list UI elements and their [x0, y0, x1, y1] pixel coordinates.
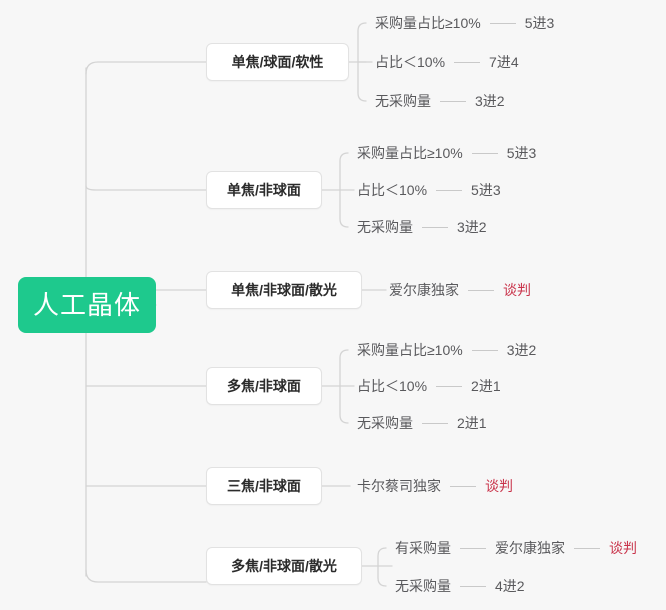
leaf-result: 5进3	[524, 15, 555, 31]
branch-label-6: 多焦/非球面/散光	[231, 558, 337, 574]
leaf-row[interactable]: 采购量占比≥10% 5进3	[357, 143, 536, 163]
leaf-result: 3进2	[475, 93, 505, 109]
branch-node-1[interactable]: 单焦/球面/软性	[206, 43, 349, 81]
leaf-result: 7进4	[489, 54, 519, 70]
connector-dash	[471, 152, 498, 154]
leaf-row[interactable]: 卡尔蔡司独家 谈判	[357, 476, 513, 496]
leaf-row[interactable]: 无采购量 2进1	[357, 413, 487, 433]
leaf-result: 5进3	[506, 145, 537, 161]
branch-node-5[interactable]: 三焦/非球面	[206, 467, 322, 505]
branch-label-5: 三焦/非球面	[227, 478, 301, 494]
edge-branch-2-bracket	[339, 152, 349, 228]
leaf-result: 2进1	[471, 378, 501, 394]
leaf-row[interactable]: 采购量占比≥10% 5进3	[375, 13, 554, 33]
leaf-row[interactable]: 无采购量 3进2	[357, 217, 487, 237]
leaf-text: 无采购量	[375, 93, 431, 109]
leaf-text: 占比＜10%	[357, 182, 428, 198]
connector-dash	[422, 422, 448, 424]
leaf-result: 3进2	[506, 342, 537, 358]
branch-node-3[interactable]: 单焦/非球面/散光	[206, 271, 362, 309]
leaf-text: 无采购量	[357, 219, 413, 235]
connector-dash	[460, 585, 486, 587]
edge-branch-6-bracket	[377, 547, 387, 587]
connector-dash	[436, 385, 463, 387]
leaf-row[interactable]: 有采购量 爱尔康独家 谈判	[395, 538, 637, 558]
branch-label-2: 单焦/非球面	[227, 182, 301, 198]
leaf-text: 无采购量	[395, 578, 451, 594]
leaf-result: 5进3	[471, 182, 501, 198]
connector-dash	[468, 289, 494, 291]
leaf-result: 谈判	[503, 282, 531, 298]
edge-to-branch-6	[85, 569, 207, 583]
leaf-text: 占比＜10%	[357, 378, 428, 394]
leaf-result: 4进2	[495, 578, 525, 594]
leaf-result: 爱尔康独家	[495, 540, 565, 556]
connector-dash	[450, 485, 476, 487]
leaf-row[interactable]: 无采购量 4进2	[395, 576, 525, 596]
connector-dash	[471, 349, 498, 351]
leaf-row[interactable]: 无采购量 3进2	[375, 91, 505, 111]
leaf-text: 无采购量	[357, 415, 413, 431]
edge-to-branch-1	[85, 61, 207, 75]
connector-dash	[574, 547, 600, 549]
root-label: 人工晶体	[32, 290, 141, 320]
branch-node-4[interactable]: 多焦/非球面	[206, 367, 322, 405]
leaf-text: 爱尔康独家	[389, 282, 459, 298]
connector-dash	[422, 226, 448, 228]
edge-branch-1-bracket	[357, 22, 367, 102]
leaf-text: 采购量占比≥10%	[375, 15, 481, 31]
leaf-result: 2进1	[457, 415, 487, 431]
edge-to-branch-2	[85, 185, 207, 191]
branch-label-1: 单焦/球面/软性	[231, 54, 324, 70]
leaf-row[interactable]: 爱尔康独家 谈判	[389, 280, 531, 300]
branch-label-4: 多焦/非球面	[227, 378, 301, 394]
connector-dash	[440, 100, 466, 102]
root-node[interactable]: 人工晶体	[18, 277, 156, 333]
leaf-text: 有采购量	[395, 540, 451, 556]
branch-node-6[interactable]: 多焦/非球面/散光	[206, 547, 362, 585]
leaf-result-final: 谈判	[609, 540, 637, 556]
leaf-text: 占比＜10%	[375, 54, 446, 70]
leaf-result: 谈判	[485, 478, 513, 494]
branch-label-3: 单焦/非球面/散光	[231, 282, 337, 298]
leaf-row[interactable]: 占比＜10% 2进1	[357, 376, 501, 396]
leaf-row[interactable]: 占比＜10% 5进3	[357, 180, 501, 200]
connector-dash	[460, 547, 486, 549]
leaf-text: 采购量占比≥10%	[357, 145, 463, 161]
leaf-row[interactable]: 占比＜10% 7进4	[375, 52, 519, 72]
edge-branch-4-bracket	[339, 349, 349, 424]
leaf-text: 采购量占比≥10%	[357, 342, 463, 358]
leaf-text: 卡尔蔡司独家	[357, 478, 441, 494]
leaf-result: 3进2	[457, 219, 487, 235]
leaf-row[interactable]: 采购量占比≥10% 3进2	[357, 340, 536, 360]
connector-dash	[489, 22, 516, 24]
connector-dash	[454, 61, 481, 63]
branch-node-2[interactable]: 单焦/非球面	[206, 171, 322, 209]
connector-dash	[436, 189, 463, 191]
